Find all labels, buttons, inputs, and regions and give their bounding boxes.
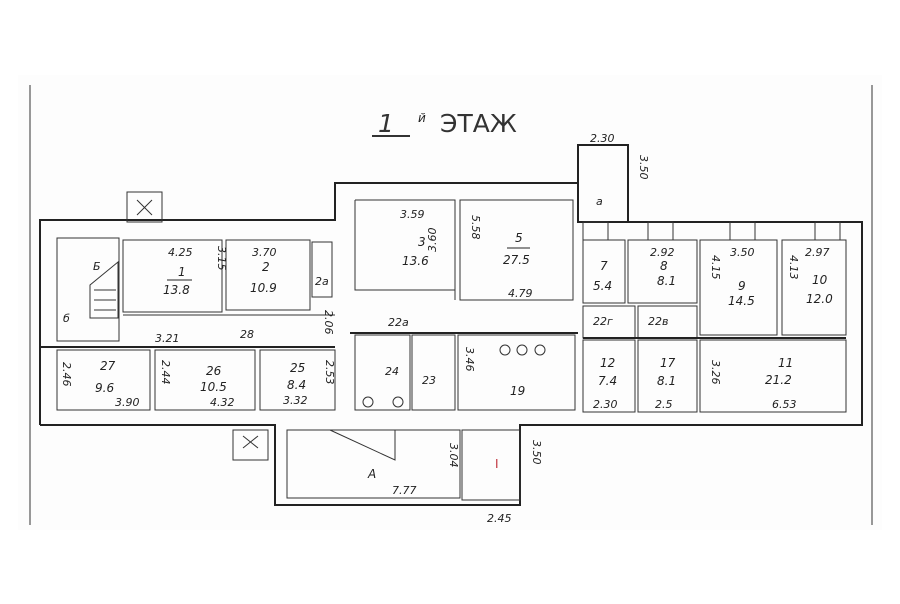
room-7-area: 5.4 (593, 279, 612, 293)
annex-number: а (596, 195, 603, 208)
floor-title: ЭТАЖ (440, 109, 517, 138)
room-27-area: 9.6 (95, 381, 114, 395)
paper (18, 75, 882, 530)
floor-suffix: й (418, 111, 426, 125)
room-23-number: 23 (422, 374, 436, 387)
room-26-number: 26 (206, 364, 222, 378)
room-3-area: 13.6 (402, 254, 429, 268)
room-10-side: 4.13 (787, 255, 800, 280)
west-rooms (40, 237, 336, 411)
room-7-number: 7 (600, 259, 608, 273)
room-11-side: 3.26 (709, 360, 722, 385)
room-2-dim: 3.70 (252, 246, 277, 259)
room-10-area: 12.0 (806, 292, 833, 306)
room-2a (311, 241, 333, 298)
room-1-number: 1 (178, 265, 186, 279)
room-26-area: 10.5 (200, 380, 227, 394)
room-25-dim: 3.32 (283, 394, 308, 407)
room-1-side: 3.15 (215, 246, 228, 271)
room-5-area: 27.5 (503, 253, 530, 267)
room-24-number: 24 (385, 365, 399, 378)
room-11-dim: 6.53 (772, 398, 797, 411)
room-b-label: б (63, 312, 70, 325)
room-9-number: 9 (738, 279, 746, 293)
room-A-number: А (367, 467, 376, 481)
room-A-dim: 7.77 (392, 484, 417, 497)
room-9-side: 4.15 (709, 255, 722, 280)
floor-number: 1 (378, 109, 394, 138)
room-27 (56, 349, 151, 411)
room-25-side: 2.53 (323, 360, 336, 385)
room-25-area: 8.4 (287, 378, 306, 392)
room-26-dim: 4.32 (210, 396, 235, 409)
room-I-number-red: I (495, 457, 499, 471)
room-2 (225, 239, 311, 311)
room-2a-dim: 2.06 (322, 310, 335, 335)
room-3-dim: 3.59 (400, 208, 425, 221)
room-5 (459, 199, 574, 301)
room-1-dim: 4.25 (168, 246, 193, 259)
stair-label: Б (93, 260, 101, 273)
room-25-number: 25 (290, 361, 305, 375)
room-19-side: 3.46 (463, 347, 476, 372)
corridor-number: 28 (240, 328, 254, 341)
room-3-number: 3 (418, 235, 426, 249)
room-9-area: 14.5 (728, 294, 755, 308)
room-2a-number: 2а (315, 275, 329, 288)
room-26-side: 2.44 (159, 360, 172, 385)
room-A-side: 3.04 (447, 443, 460, 468)
room-27-number: 27 (100, 359, 116, 373)
room-1 (122, 239, 223, 313)
outer-walls (39, 144, 863, 506)
room-8-number: 8 (660, 259, 668, 273)
room-9-dim: 3.50 (730, 246, 755, 259)
room-12-dim: 2.30 (593, 398, 618, 411)
room-2-area: 10.9 (250, 281, 277, 295)
vent-shaft-south (232, 429, 269, 461)
room-19-number: 19 (510, 384, 525, 398)
room-10-dim: 2.97 (805, 246, 830, 259)
room-17-dim: 2.5 (655, 398, 673, 411)
room-17 (637, 339, 698, 413)
room-3-side: 3.60 (426, 228, 439, 253)
room-10-number: 10 (812, 273, 828, 287)
room-25 (259, 349, 336, 411)
room-27-dim: 3.90 (115, 396, 140, 409)
room-22g-number: 22г (593, 315, 613, 328)
corridor-22a-number: 22а (388, 316, 409, 329)
room-17-number: 17 (660, 356, 676, 370)
room-5-number: 5 (515, 231, 523, 245)
south-rooms (286, 429, 521, 501)
room-12-area: 7.4 (598, 374, 617, 388)
room-11 (699, 339, 847, 413)
room-12-number: 12 (600, 356, 615, 370)
room-8-dim: 2.92 (650, 246, 675, 259)
room-8-area: 8.1 (657, 274, 676, 288)
room-5-side: 5.58 (469, 215, 482, 240)
room-11-number: 11 (778, 356, 793, 370)
room-27-side: 2.46 (60, 362, 73, 387)
room-2-number: 2 (262, 260, 270, 274)
room-1-area: 13.8 (163, 283, 190, 297)
east-rooms (582, 221, 847, 413)
room-I (461, 429, 521, 501)
room-17-area: 8.1 (657, 374, 676, 388)
room-10 (781, 239, 847, 336)
annex-height: 3.50 (637, 155, 650, 180)
room-I-dim: 2.45 (487, 512, 512, 525)
room-22v-number: 22в (648, 315, 668, 328)
corridor-dim: 3.21 (155, 332, 180, 345)
center-rooms (350, 199, 578, 411)
room-23 (411, 334, 456, 411)
room-5-dim: 4.79 (508, 287, 533, 300)
room-26 (154, 349, 256, 411)
room-12 (582, 339, 636, 413)
vent-shaft-north (126, 191, 163, 223)
room-24 (354, 334, 411, 411)
room-19 (457, 334, 576, 411)
room-11-area: 21.2 (765, 373, 792, 387)
annex-width: 2.30 (590, 132, 615, 145)
room-I-side: 3.50 (530, 440, 543, 465)
